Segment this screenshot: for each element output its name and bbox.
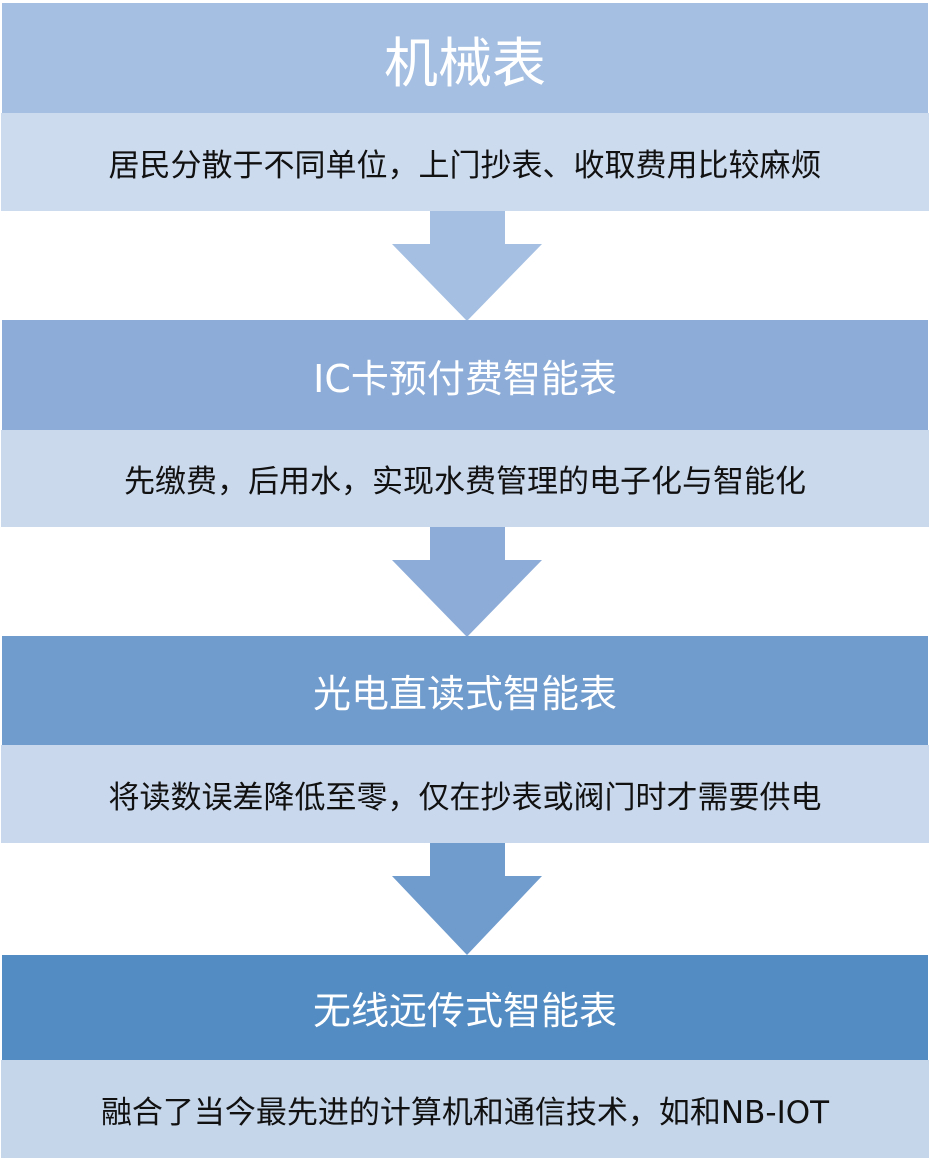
stage-2-description: 先缴费，后用水，实现水费管理的电子化与智能化: [1, 430, 929, 527]
down-arrow-icon: [392, 211, 542, 321]
stage-3-title: 光电直读式智能表: [2, 636, 928, 745]
down-arrow-icon: [392, 843, 542, 955]
stage-4-description: 融合了当今最先进的计算机和通信技术，如和NB-IOT: [1, 1060, 929, 1158]
stage-4-title: 无线远传式智能表: [2, 955, 928, 1060]
stage-2-title: IC卡预付费智能表: [2, 320, 928, 430]
stage-1-title: 机械表: [2, 3, 928, 113]
down-arrow-icon: [392, 527, 542, 637]
stage-1-description: 居民分散于不同单位，上门抄表、收取费用比较麻烦: [1, 113, 929, 211]
stage-3-description: 将读数误差降低至零，仅在抄表或阀门时才需要供电: [1, 745, 929, 843]
